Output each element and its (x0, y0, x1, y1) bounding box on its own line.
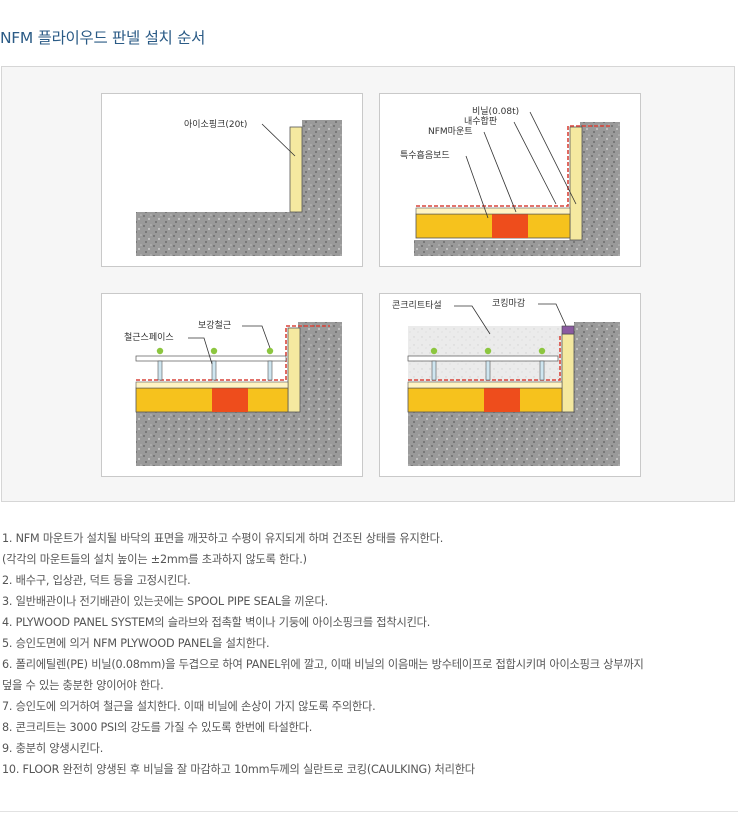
label-waterproof-plywood: 내수합판 (464, 116, 497, 127)
label-reinforcing-bar: 보강철근 (198, 320, 231, 331)
poured-concrete (408, 326, 562, 384)
step-item: 5. 승인도면에 의거 NFM PLYWOOD PANEL을 설치한다. (2, 637, 270, 650)
rebar-spacer (211, 360, 217, 381)
concrete-slab-wall (136, 120, 342, 256)
diagram-step-concrete: 콘크리트타설 코킹마감 (379, 293, 641, 477)
step-item: 9. 충분히 양생시킨다. (2, 742, 104, 755)
label-vinyl: 비닐(0.08t) (472, 106, 519, 117)
step-item: 3. 일반배관이나 전기배관이 있는곳에는 SPOOL PIPE SEAL을 끼… (2, 595, 328, 608)
step-item: 덮을 수 있는 충분한 양이어야 한다. (2, 679, 164, 692)
diagram-step-panel: 비닐(0.08t) 내수합판 NFM마운트 특수흡음보드 (379, 93, 641, 267)
rebar (210, 347, 218, 355)
label-acoustic-board: 특수흡음보드 (400, 149, 450, 161)
diagram-step-insulation: 아이소핑크(20t) (101, 93, 363, 267)
label-caulking: 코킹마감 (492, 297, 525, 309)
step-item: 7. 승인도에 의거하여 철근을 설치한다. 이때 비닐에 손상이 가지 않도록… (2, 700, 376, 713)
label-concrete-pour: 콘크리트타설 (392, 300, 442, 311)
step-item: 2. 배수구, 입상관, 덕트 등을 고정시킨다. (2, 574, 191, 587)
rebar-spacer (267, 360, 273, 381)
footer-divider (0, 811, 738, 812)
nfm-mount (492, 214, 528, 238)
installation-diagram: 아이소핑크(20t) 비닐(0.08t) 내수합판 N (1, 66, 735, 502)
rebar (266, 347, 274, 355)
step-item: 4. PLYWOOD PANEL SYSTEM의 슬라브와 접촉할 벽이나 기둥… (2, 616, 431, 629)
label-nfm-mount: NFM마운트 (428, 126, 473, 137)
label-insulation: 아이소핑크(20t) (184, 119, 247, 130)
step-item: 6. 폴리에틸렌(PE) 비닐(0.08mm)을 두겹으로 하여 PANEL위에… (2, 658, 644, 671)
step-item: 10. FLOOR 완전히 양생된 후 비닐을 잘 마감하고 10mm두께의 실… (2, 763, 475, 776)
step-item: (각각의 마운트들의 설치 높이는 ±2mm를 초과하지 않도록 한다.) (2, 553, 307, 566)
diagram-step-rebar: 보강철근 철근스페이스 (101, 293, 363, 477)
step-item: 8. 콘크리트는 3000 PSI의 강도를 가질 수 있도록 한번에 타설한다… (2, 721, 313, 734)
insulation-board (289, 126, 303, 213)
step-item: 1. NFM 마운트가 설치될 바닥의 표면을 깨끗하고 수평이 유지되게 하며… (2, 532, 444, 545)
page-title: NFM 플라이우드 판넬 설치 순서 (0, 29, 206, 47)
caulking-seal (561, 325, 575, 335)
vinyl-sheet (416, 125, 610, 207)
insulation-board (569, 126, 583, 241)
installation-steps: 1. NFM 마운트가 설치될 바닥의 표면을 깨끗하고 수평이 유지되게 하며… (2, 528, 738, 780)
label-rebar-spacer: 철근스페이스 (124, 332, 174, 343)
rebar-spacer (157, 360, 163, 381)
rebar (156, 347, 164, 355)
